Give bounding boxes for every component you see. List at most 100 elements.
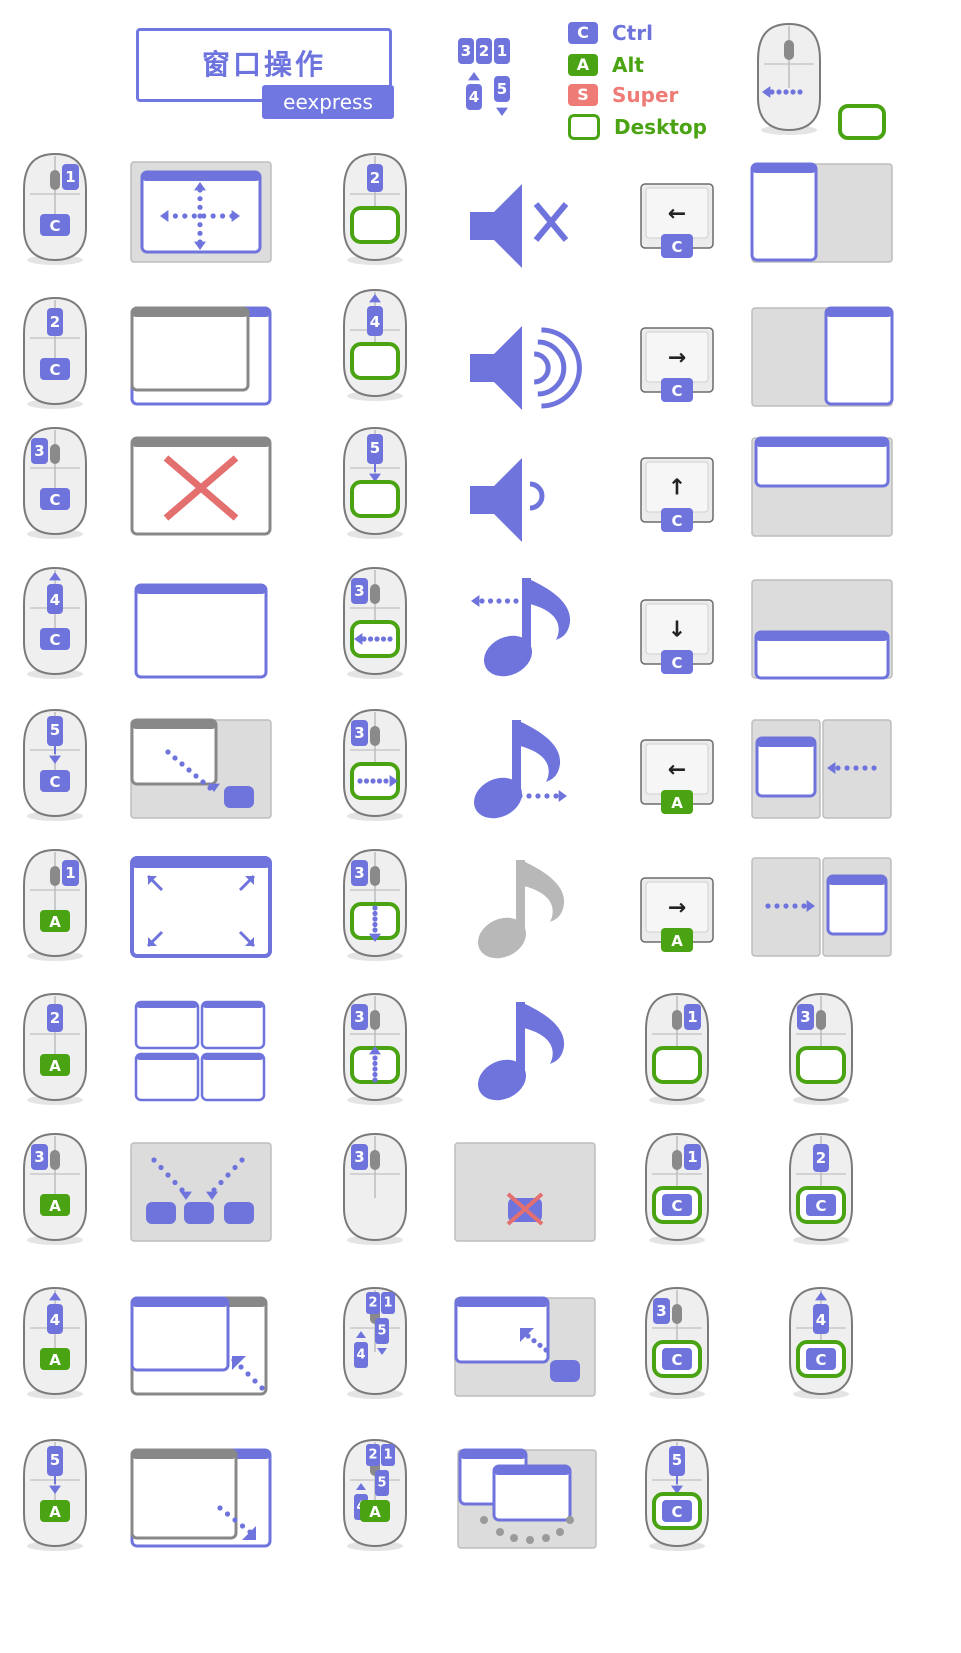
legend-alt: A Alt	[568, 52, 644, 78]
glyph-label: 3	[34, 1148, 44, 1166]
dot	[186, 767, 192, 773]
desktop-panel	[130, 1142, 272, 1242]
glyph-label: 3	[354, 724, 364, 742]
glyph-label: 5	[50, 721, 60, 739]
dot	[543, 1347, 549, 1353]
glyph-label: 3	[34, 442, 44, 460]
scroll-wheel	[672, 1010, 682, 1030]
dot	[801, 903, 807, 909]
modifier-badge	[40, 910, 70, 932]
dot	[504, 598, 511, 604]
glyph-label: A	[49, 1503, 61, 1521]
arrow-head	[231, 210, 240, 222]
modifier-badge	[662, 1194, 692, 1216]
note-head	[477, 1059, 527, 1101]
left-button	[31, 1144, 48, 1170]
glyph-label: 5	[377, 1324, 386, 1339]
mouse-icon: 3C	[645, 1286, 709, 1399]
arrow-head	[369, 933, 381, 942]
arrow-head	[49, 572, 61, 581]
next-track-icon	[473, 720, 567, 819]
keyboard-key-icon: →C	[640, 327, 714, 402]
dot	[372, 927, 378, 933]
dot	[783, 903, 789, 909]
arrow-head	[468, 72, 480, 81]
scroll-wheel	[672, 1150, 682, 1170]
window-titlebar	[202, 1054, 264, 1060]
arrow-head	[671, 1485, 683, 1494]
modifier-badge	[661, 928, 693, 952]
arrow-head	[558, 790, 567, 802]
scroll-wheel	[370, 726, 380, 746]
middle-button	[47, 1004, 63, 1032]
arrow-head	[356, 1331, 366, 1338]
glyph-label: 3	[354, 1008, 364, 1026]
dot	[224, 1511, 231, 1517]
dot	[259, 1385, 265, 1391]
dot	[172, 1179, 178, 1186]
glyph-label: C	[815, 1351, 826, 1369]
glyph-label: 1	[687, 1008, 697, 1026]
dot	[232, 1517, 238, 1523]
scroll-up-button	[47, 584, 63, 614]
shrink-window-icon	[130, 1448, 272, 1548]
workspace-left-icon	[751, 719, 892, 819]
glyph-label: →	[668, 346, 686, 371]
left-button	[351, 720, 368, 746]
mouse-icon: 3	[343, 992, 407, 1105]
right-button	[62, 164, 79, 190]
window-titlebar	[756, 632, 888, 641]
arrow-head	[206, 1191, 218, 1200]
note-head	[473, 777, 523, 819]
modifier-badge	[360, 1500, 390, 1522]
glyph-label: C	[671, 512, 682, 530]
arrow-head	[806, 900, 815, 912]
dot	[372, 1071, 378, 1078]
arrow-head	[369, 473, 381, 482]
keyboard-key-icon: ←A	[640, 739, 714, 814]
dot	[372, 1077, 378, 1083]
modifier-badge	[661, 378, 693, 402]
dot	[479, 598, 485, 604]
window-frame	[130, 718, 218, 786]
modifier-badge	[40, 1500, 70, 1522]
scroll-up-button	[367, 306, 383, 336]
scroll-down-button	[47, 716, 63, 746]
dot	[238, 1364, 244, 1370]
desktop-badge	[568, 114, 600, 140]
scroll-wheel	[50, 444, 60, 464]
window-titlebar	[132, 1450, 236, 1459]
dot	[191, 213, 197, 219]
window-frame	[750, 162, 818, 262]
dot	[372, 905, 378, 911]
window-titlebar	[494, 1466, 570, 1475]
desktop-panel	[454, 1142, 596, 1242]
glyph-label: C	[671, 382, 682, 400]
fullscreen-window-icon	[130, 856, 272, 958]
arrow-head	[160, 210, 169, 222]
dot	[544, 793, 550, 799]
dot	[239, 1523, 246, 1529]
raise-lower-window-icon	[130, 306, 272, 406]
modifier-badge	[40, 1054, 70, 1076]
dot	[862, 765, 868, 771]
dot	[232, 1164, 238, 1171]
scroll-wheel	[50, 1150, 60, 1170]
glyph-label: 3	[354, 864, 364, 882]
scroll-down-button	[47, 1446, 63, 1476]
mouse-icon: 4	[343, 288, 407, 401]
desktop-badge	[350, 480, 400, 518]
dot	[151, 1157, 157, 1163]
keyboard-key-icon: ↓C	[640, 599, 714, 674]
pause-track-icon	[477, 860, 565, 959]
glyph-label: 3	[461, 42, 471, 60]
scroll-down-button	[367, 434, 383, 464]
glyph-label: 5	[497, 80, 507, 98]
note-stem	[522, 578, 531, 658]
glyph-label: 2	[816, 1149, 826, 1167]
dot	[182, 213, 188, 219]
window-titlebar	[460, 1450, 526, 1459]
glyph-label: 1	[687, 1148, 697, 1166]
glyph-label: 4	[356, 1348, 365, 1363]
modifier-badge	[40, 770, 70, 792]
